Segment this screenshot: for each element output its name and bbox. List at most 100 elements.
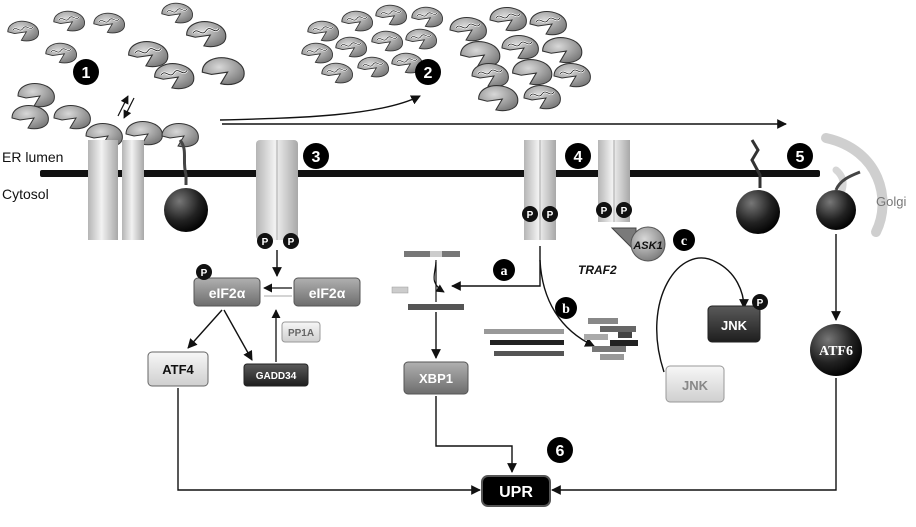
protein-aggregate-cluster	[448, 6, 592, 112]
svg-text:P: P	[547, 210, 554, 221]
unfolded-protein-icon	[488, 6, 528, 32]
unfolded-protein-icon	[528, 10, 568, 36]
svg-text:b: b	[562, 302, 570, 317]
sensor-atf6-inactive-stem	[178, 139, 188, 185]
sensor-ire1-inactive	[122, 140, 144, 240]
chaperone-icon	[512, 59, 553, 86]
svg-text:5: 5	[796, 149, 805, 166]
svg-text:P: P	[527, 210, 534, 221]
atf4-label: ATF4	[162, 362, 194, 377]
chaperone-icon	[201, 57, 245, 86]
eif2a-box	[293, 277, 361, 307]
chaperone-icon	[460, 41, 501, 68]
branch-badge-b: b	[555, 297, 577, 319]
step-badge-5: 5	[787, 143, 813, 169]
phospho-badge: P	[522, 206, 538, 222]
eif2a-left-label: eIF2α	[209, 285, 246, 301]
eif2a-phospho-box	[193, 277, 261, 307]
exchange-arrow-down	[123, 97, 135, 119]
svg-text:P: P	[262, 237, 269, 248]
unfolded-protein-icon	[470, 62, 510, 88]
phospho-badge: P	[752, 294, 768, 310]
atf6-label: ATF6	[819, 344, 853, 359]
upr-box	[481, 475, 551, 507]
svg-text:1: 1	[82, 65, 91, 82]
jnk-inactive-label: JNK	[682, 378, 709, 393]
jnk-inactive-box	[665, 365, 725, 403]
atf6-to-upr-arrow	[551, 378, 837, 495]
unfolded-protein-icon	[552, 62, 592, 88]
unfolded-protein-icon	[356, 56, 390, 78]
xbp1-label: XBP1	[419, 371, 453, 386]
phospho-badge: P	[196, 264, 212, 280]
unfolded-protein-icon	[92, 12, 126, 34]
unfolded-protein-icon	[185, 20, 228, 48]
mrna-icon	[494, 351, 564, 356]
unfolded-protein-icon	[370, 30, 404, 52]
traf2-label: TRAF2	[578, 263, 617, 277]
unfolded-protein-icon	[334, 36, 368, 58]
spliced-mrna-icon	[408, 304, 464, 310]
xbp1-to-upr-arrow	[435, 396, 517, 473]
er-membrane	[40, 170, 820, 177]
eif2a-to-gadd34-arrow	[223, 309, 253, 361]
eif2a-to-atf4-arrow	[187, 309, 223, 349]
atf4-box	[147, 351, 209, 387]
phospho-badge: P	[257, 233, 273, 249]
svg-text:P: P	[621, 206, 628, 217]
chaperone-icon	[53, 105, 91, 130]
spliced-intron-icon	[391, 286, 409, 294]
gadd34-box	[243, 363, 309, 387]
svg-text:P: P	[601, 206, 608, 217]
ire1-splicing-arrow	[451, 246, 541, 291]
unfolded-protein-icon	[300, 42, 334, 64]
step-badge-3: 3	[303, 143, 329, 169]
jnk-active-box	[707, 305, 761, 343]
svg-text:c: c	[681, 234, 687, 249]
svg-text:4: 4	[574, 149, 583, 166]
svg-text:3: 3	[312, 149, 321, 166]
mrna-icon	[490, 340, 564, 345]
phospho-badge: P	[283, 233, 299, 249]
step-badge-1: 1	[73, 59, 99, 85]
unfolded-protein-icon	[522, 84, 562, 110]
golgi-shape	[821, 133, 888, 237]
branch-badge-c: c	[673, 229, 695, 251]
svg-text:6: 6	[556, 443, 565, 460]
unfolded-protein-icon	[320, 62, 354, 84]
ask1-to-jnk-arrow	[656, 257, 749, 373]
pp1a-box	[281, 321, 321, 343]
ask1-node	[630, 226, 666, 262]
unfolded-protein-icon	[127, 40, 170, 68]
phospho-badge: P	[596, 202, 612, 218]
mrna-icon	[484, 329, 564, 334]
atf6-active-node	[810, 324, 862, 376]
golgi-label: Golgi	[876, 194, 906, 209]
cytosol-label: Cytosol	[2, 186, 49, 202]
chaperone-icon	[478, 85, 519, 112]
gadd34-label: GADD34	[256, 371, 297, 382]
svg-text:a: a	[501, 264, 508, 279]
svg-text:P: P	[757, 298, 764, 309]
jnk-active-label: JNK	[721, 318, 748, 333]
unfolded-protein-icon	[340, 10, 374, 32]
unfolded-protein-icon	[6, 20, 40, 42]
phospho-badge: P	[616, 202, 632, 218]
eif2a-right-label: eIF2α	[309, 285, 346, 301]
chaperone-icon	[11, 105, 49, 130]
unfolded-protein-icon	[448, 16, 488, 42]
step-badge-6: 6	[547, 437, 573, 463]
svg-text:2: 2	[424, 65, 433, 82]
atf6-golgi-tether	[834, 170, 861, 191]
unfolded-protein-icon	[500, 34, 540, 60]
phospho-badge: P	[542, 206, 558, 222]
atf6-inactive-node	[164, 188, 208, 232]
chaperone-icon	[17, 83, 55, 108]
branch-badge-a: a	[493, 259, 515, 281]
chaperone-icon	[542, 37, 583, 64]
unfolded-protein-icon	[52, 10, 86, 32]
xbp1-box	[403, 361, 469, 395]
unfolded-protein-icon	[153, 62, 196, 90]
